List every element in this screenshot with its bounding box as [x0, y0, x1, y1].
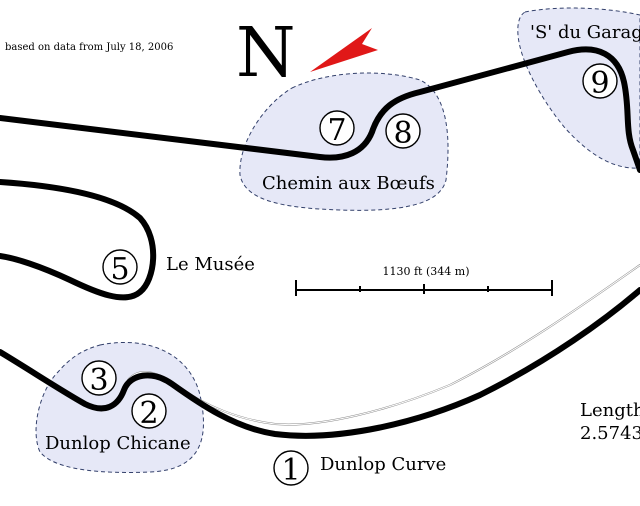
scale-bar: [295, 280, 553, 296]
turn-number: 1: [281, 453, 300, 488]
track-back-straight: [0, 46, 640, 173]
length-value: 2.5743: [580, 423, 640, 444]
source-note: based on data from July 18, 2006: [5, 42, 173, 53]
turn-marker-9: 9: [582, 63, 618, 101]
corner-label-chemin-aux-boeufs: Chemin aux Bœufs: [262, 173, 435, 194]
turn-marker-1: 1: [273, 450, 309, 488]
turn-marker-7: 7: [319, 110, 355, 148]
corner-label-dunlop-chicane: Dunlop Chicane: [45, 433, 191, 454]
turn-number: 2: [139, 396, 158, 431]
corner-label-dunlop-curve: Dunlop Curve: [320, 454, 446, 475]
length-label: Length: [580, 400, 640, 421]
corner-label-s-du-garage: 'S' du Garage: [530, 22, 640, 43]
turn-number: 3: [89, 363, 108, 398]
zone-dunlop-chicane: [35, 341, 204, 473]
north-arrow-icon: [310, 28, 378, 72]
north-label: N: [236, 14, 296, 93]
track-dunlop-section: [0, 287, 640, 439]
turn-marker-3: 3: [81, 360, 117, 398]
turn-number: 9: [590, 66, 609, 101]
turn-marker-2: 2: [131, 393, 167, 431]
track-le-musee-loop: [0, 179, 157, 301]
zone-s-du-garage: [517, 7, 640, 169]
corner-label-le-musee: Le Musée: [166, 254, 255, 275]
scale-label: 1130 ft (344 m): [383, 265, 470, 278]
turn-number: 7: [327, 113, 346, 148]
turn-number: 5: [110, 252, 129, 287]
turn-marker-8: 8: [385, 113, 421, 151]
turn-marker-5: 5: [102, 249, 138, 287]
turn-number: 8: [393, 116, 412, 151]
